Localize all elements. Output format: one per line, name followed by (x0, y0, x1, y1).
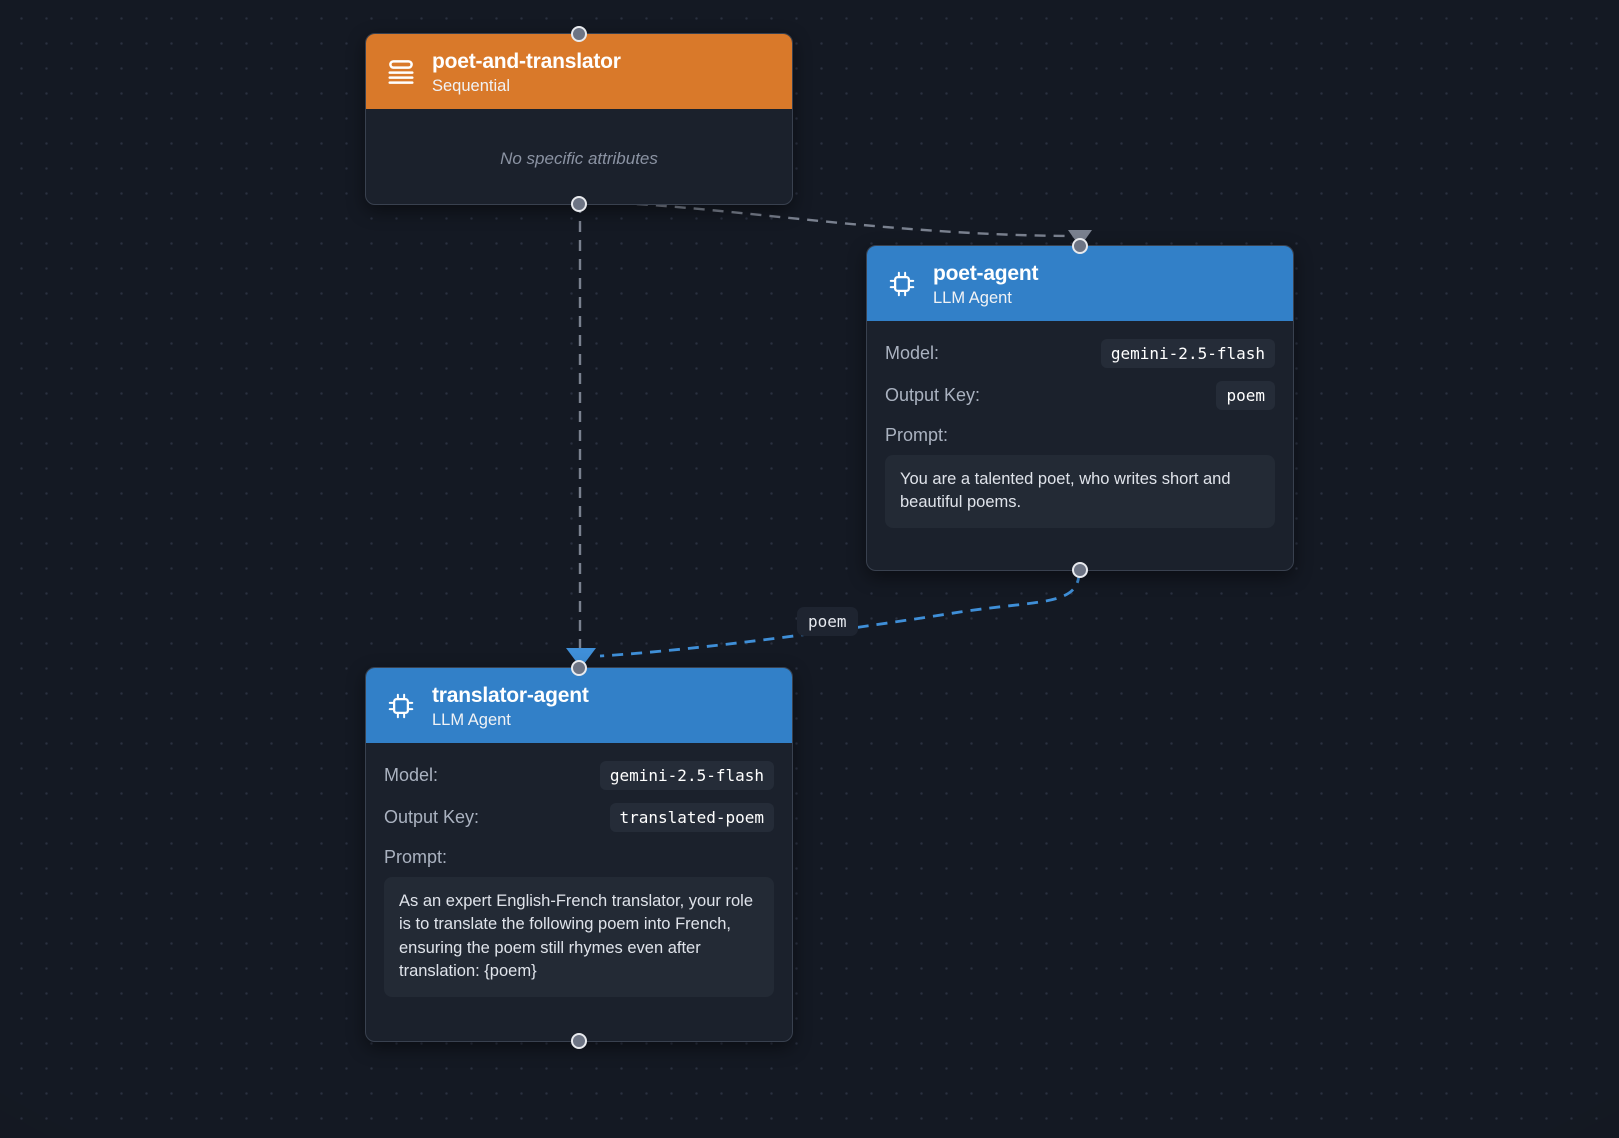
no-attributes-text: No specific attributes (500, 148, 658, 168)
edge-poem-data-flow (599, 571, 1081, 658)
attribute-row-model: Model: gemini-2.5-flash (885, 339, 1275, 369)
attribute-label: Model: (885, 343, 940, 364)
attribute-row-output-key: Output Key: translated-poem (384, 803, 774, 833)
node-body-sequential: No specific attributes (366, 109, 792, 205)
cpu-chip-icon (885, 267, 919, 301)
prompt-text[interactable]: You are a talented poet, who writes shor… (885, 454, 1275, 528)
prompt-text[interactable]: As an expert English-French translator, … (384, 876, 774, 997)
node-poet-agent[interactable]: poet-agent LLM Agent Model: gemini-2.5-f… (866, 238, 1294, 578)
cpu-chip-icon (384, 689, 418, 723)
node-header-sequential: poet-and-translator Sequential (366, 34, 792, 109)
handle-target-top-sequential[interactable] (571, 26, 587, 42)
edge-label-poem[interactable]: poem (797, 607, 858, 636)
attribute-label: Output Key: (384, 807, 480, 828)
edge-poem-data-flow-arrowhead (566, 648, 596, 668)
handle-source-bottom-poet-agent[interactable] (1072, 562, 1088, 578)
node-poet-and-translator[interactable]: poet-and-translator Sequential No specif… (365, 26, 793, 212)
attribute-row-output-key: Output Key: poem (885, 381, 1275, 411)
handle-target-top-poet-agent[interactable] (1072, 238, 1088, 254)
node-body-poet-agent: Model: gemini-2.5-flash Output Key: poem… (867, 321, 1293, 546)
node-title: poet-agent (933, 262, 1039, 285)
prompt-label: Prompt: (885, 424, 949, 445)
node-header-poet-agent: poet-agent LLM Agent (867, 246, 1293, 321)
prompt-label: Prompt: (384, 846, 448, 867)
node-title-block: translator-agent LLM Agent (432, 684, 589, 729)
node-subtitle: LLM Agent (432, 710, 511, 729)
node-title: poet-and-translator (432, 50, 621, 73)
handle-source-bottom-sequential[interactable] (571, 196, 587, 212)
attribute-value-model[interactable]: gemini-2.5-flash (1100, 339, 1275, 369)
attribute-label: Model: (384, 765, 439, 786)
handle-target-top-translator-agent[interactable] (571, 660, 587, 676)
attribute-value-output-key[interactable]: translated-poem (609, 803, 774, 833)
node-header-translator-agent: translator-agent LLM Agent (366, 668, 792, 743)
edge-parent-to-poet (579, 200, 1080, 238)
node-subtitle: LLM Agent (933, 288, 1012, 307)
attribute-value-model[interactable]: gemini-2.5-flash (599, 761, 774, 791)
sequential-list-icon (384, 55, 418, 89)
node-title-block: poet-agent LLM Agent (933, 262, 1039, 307)
node-body-translator-agent: Model: gemini-2.5-flash Output Key: tran… (366, 743, 792, 1015)
node-subtitle: Sequential (432, 76, 510, 95)
attribute-value-output-key[interactable]: poem (1216, 381, 1275, 411)
node-title-block: poet-and-translator Sequential (432, 50, 621, 95)
node-translator-agent[interactable]: translator-agent LLM Agent Model: gemini… (365, 660, 793, 1049)
node-title: translator-agent (432, 684, 589, 707)
attribute-row-model: Model: gemini-2.5-flash (384, 761, 774, 791)
attribute-label: Output Key: (885, 385, 981, 406)
handle-source-bottom-translator-agent[interactable] (571, 1033, 587, 1049)
